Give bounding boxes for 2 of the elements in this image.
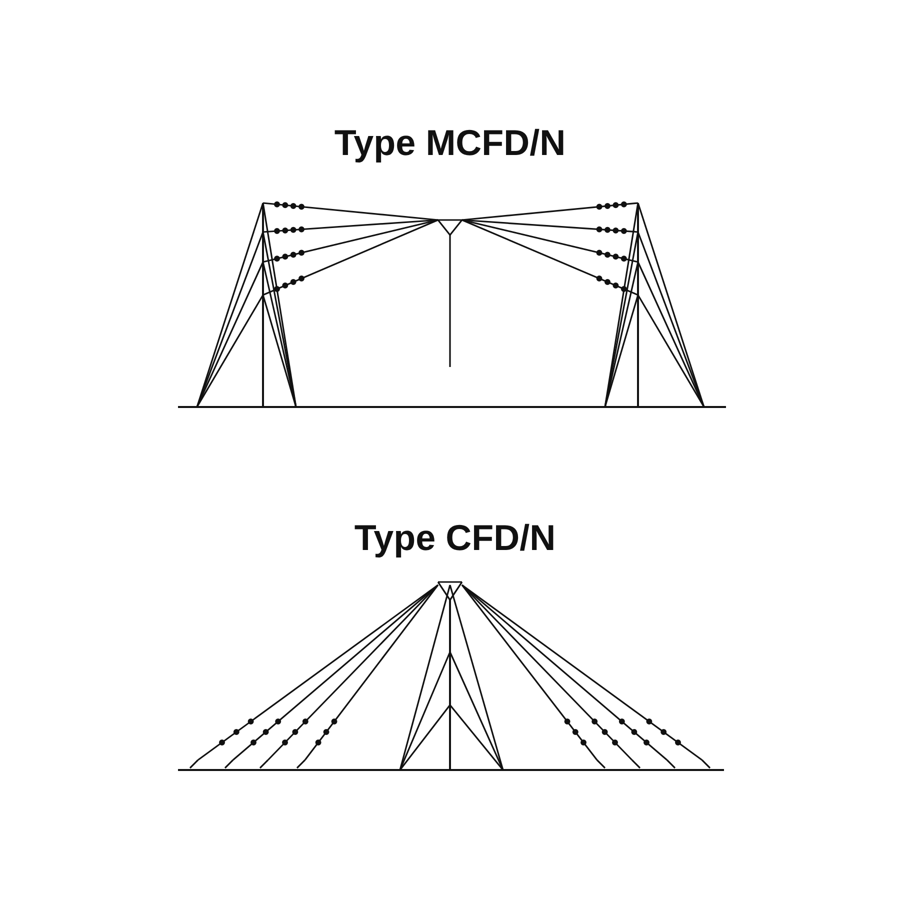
drawing-title: Type CFD/N: [354, 517, 556, 559]
drawing-title: Type MCFD/N: [334, 122, 566, 164]
